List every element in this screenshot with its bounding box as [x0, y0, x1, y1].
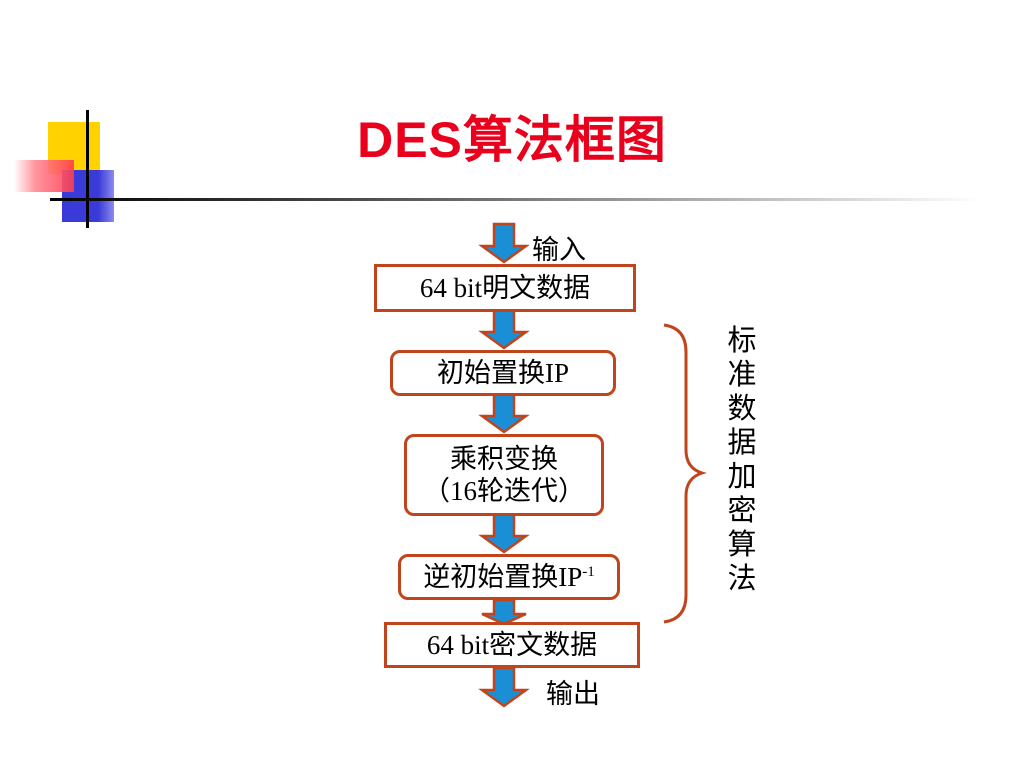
product-transform-line2: （16轮迭代）: [423, 476, 585, 506]
inverse-superscript: -1: [582, 563, 595, 580]
initial-permutation-box: 初始置换IP: [390, 350, 616, 396]
ciphertext-box: 64 bit密文数据: [384, 622, 640, 668]
product-transform-box: 乘积变换 （16轮迭代）: [404, 434, 604, 516]
slide-title: DES算法框图: [357, 112, 667, 168]
deco-horizontal-line: [50, 198, 980, 201]
initial-permutation-text: 初始置换IP: [436, 357, 569, 388]
inverse-permutation-text: 逆初始置换IP-1: [423, 561, 595, 592]
product-transform-line1: 乘积变换: [450, 443, 558, 474]
arrow-into-plaintext: [478, 222, 530, 264]
arrow-output: [478, 666, 530, 708]
arrow-ip-to-product: [478, 392, 530, 434]
plaintext-box: 64 bit明文数据: [374, 264, 636, 312]
plaintext-text: 64 bit明文数据: [419, 272, 591, 303]
arrow-product-to-inverse: [478, 512, 530, 554]
ciphertext-text: 64 bit密文数据: [426, 629, 598, 660]
des-algorithm-label: 标准数据加密算法: [727, 325, 757, 595]
input-label: 输入: [532, 235, 586, 265]
arrow-inverse-to-ciphertext: [481, 598, 527, 626]
deco-red-bar: [14, 160, 74, 192]
right-brace: [663, 323, 708, 624]
deco-vertical-line: [86, 110, 89, 228]
arrow-plaintext-to-ip: [478, 306, 530, 350]
inverse-permutation-box: 逆初始置换IP-1: [398, 554, 620, 600]
output-label: 输出: [546, 679, 600, 709]
